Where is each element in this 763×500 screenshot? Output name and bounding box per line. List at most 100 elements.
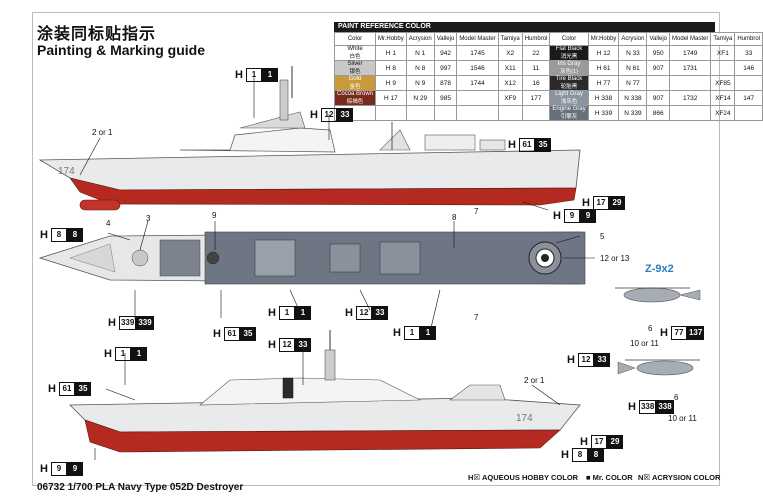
hull-number-bottom: 174 xyxy=(516,413,533,424)
color-name-cn: 银色 xyxy=(349,69,361,75)
callout-prefix: H xyxy=(553,210,561,222)
callout-prefix: H xyxy=(48,383,56,395)
paint-color-name: Tire Black 轮胎黑 xyxy=(549,75,589,91)
callout-n-code: 33 xyxy=(294,338,311,352)
callout-h-code: 1 xyxy=(245,68,262,82)
callout-n-code: 33 xyxy=(593,353,610,367)
color-name-cn: 引擎灰 xyxy=(560,114,578,120)
callout-h-code: 8 xyxy=(571,448,588,462)
callout-prefix: H xyxy=(268,307,276,319)
callout-prefix: H xyxy=(582,197,590,209)
callout-prefix: H xyxy=(213,328,221,340)
legend-mr-color-label: Mr. COLOR xyxy=(592,473,633,482)
paint-table-header: Color xyxy=(333,32,377,46)
callout-h-code: 339 xyxy=(118,316,137,330)
label-10-or-11-bottom: 10 or 11 xyxy=(668,414,697,423)
helicopter-bottom xyxy=(617,359,700,376)
callout-prefix: H xyxy=(508,139,516,151)
title-chinese: 涂装同标贴指示 xyxy=(37,26,157,43)
callout-prefix: H xyxy=(310,109,318,121)
legend-mr-color: ■ Mr. COLOR xyxy=(586,473,633,482)
callout-h-code: 61 xyxy=(518,138,535,152)
callout-prefix: H xyxy=(561,449,569,461)
guide-frame xyxy=(32,12,720,486)
label-9: 9 xyxy=(212,211,217,220)
paint-table-cell xyxy=(497,105,523,121)
paint-table-header: Acrysion xyxy=(618,32,648,46)
callout-h-code: 12 xyxy=(355,306,372,320)
callout-n-code: 9 xyxy=(579,209,596,223)
callout-n-code: 35 xyxy=(239,327,256,341)
callout-h-code: 1 xyxy=(114,347,131,361)
callout-h-code: 338 xyxy=(638,400,657,414)
helicopter-top xyxy=(615,287,701,303)
legend-aqueous: H☒ AQUEOUS HOBBY COLOR xyxy=(468,473,579,482)
callout-prefix: H xyxy=(567,354,575,366)
title-english: Painting & Marking guide xyxy=(37,42,206,58)
callout-n-code: 35 xyxy=(534,138,551,152)
label-6-bottom: 6 xyxy=(674,393,679,402)
label-5: 5 xyxy=(600,232,605,241)
callout-n-code: 1 xyxy=(419,326,436,340)
callout-n-code: 339 xyxy=(136,316,154,330)
label-2-or-1-top: 2 or 1 xyxy=(92,128,113,137)
callout-n-code: 338 xyxy=(656,400,674,414)
callout-h-code: 1 xyxy=(278,306,295,320)
callout-prefix: H xyxy=(40,229,48,241)
color-name-en: Tire Black xyxy=(555,76,583,82)
color-name-en: Engine Gray xyxy=(552,106,586,112)
color-name-cn: 灰色(1) xyxy=(560,69,578,75)
color-name-en: Iris Gray xyxy=(557,61,581,67)
color-name-cn: 白色 xyxy=(349,54,361,60)
callout-h-code: 9 xyxy=(50,462,67,476)
tamiya-code: XF24 xyxy=(710,105,736,121)
color-name-en: Light Gray xyxy=(555,91,583,97)
callout-prefix: H xyxy=(235,69,243,81)
paint-table-header: Tamiya xyxy=(710,32,736,46)
callout-h-code: 8 xyxy=(50,228,67,242)
label-6-top: 6 xyxy=(648,324,653,333)
callout-h-code: 9 xyxy=(563,209,580,223)
color-name-en: Cocoa Brown xyxy=(337,91,374,97)
callout-h-code: 61 xyxy=(58,382,75,396)
tamiya-code: X11 xyxy=(497,60,523,76)
callout-n-code: 137 xyxy=(686,326,705,340)
legend-aqueous-label: AQUEOUS HOBBY COLOR xyxy=(481,473,579,482)
callout-n-code: 9 xyxy=(66,462,83,476)
paint-color-name: Engine Gray 引擎灰 xyxy=(549,105,589,121)
callout-prefix: H xyxy=(104,348,112,360)
paint-table-title: PAINT REFERENCE COLOR xyxy=(334,22,715,32)
paint-table-header: Vallejo xyxy=(646,32,671,46)
callout-h-code: 12 xyxy=(577,353,594,367)
callout-prefix: H xyxy=(393,327,401,339)
paint-table-header: Model Master xyxy=(456,32,499,46)
callout-prefix: H xyxy=(40,463,48,475)
label-8: 8 xyxy=(452,213,457,222)
color-name-cn: 棕褐色 xyxy=(346,99,364,105)
callout-n-code: 8 xyxy=(66,228,83,242)
callout-prefix: H xyxy=(660,327,668,339)
callout-h-code: 77 xyxy=(670,326,687,340)
label-4: 4 xyxy=(106,219,111,228)
color-name-cn: 轮胎黑 xyxy=(560,84,578,90)
callout-prefix: H xyxy=(580,436,588,448)
product-title: 06732 1/700 PLA Navy Type 052D Destroyer xyxy=(37,482,244,493)
